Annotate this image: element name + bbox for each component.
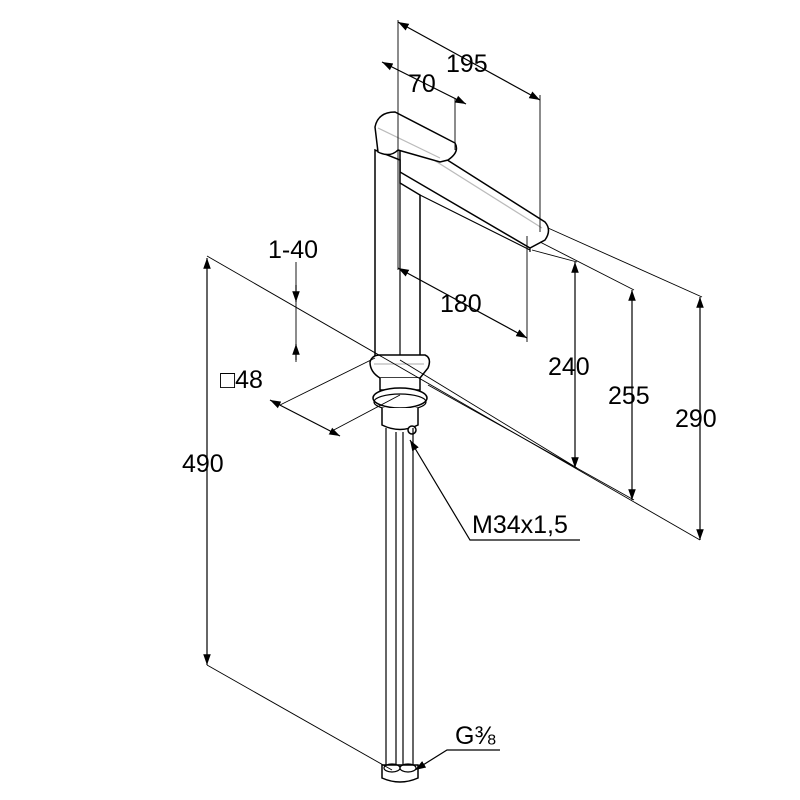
- connection-leader: [414, 749, 500, 771]
- connection-callout: G⅜: [455, 722, 495, 750]
- extension-lines: [206, 20, 703, 771]
- dim-180-line: [397, 267, 528, 339]
- dim-240-label: 240: [548, 353, 590, 381]
- dim-70-label: 70: [408, 70, 436, 98]
- dim-48-line: [269, 399, 341, 437]
- dim-195-line: [397, 21, 541, 101]
- dim-180-label: 180: [440, 290, 482, 318]
- thread-callout: M34x1,5: [472, 511, 568, 539]
- dim-490-label: 490: [182, 450, 224, 478]
- dimension-labels: 195 70 1-40 180 240 255 290 □48 490 M34x…: [182, 50, 717, 750]
- faucet-body: [369, 111, 550, 783]
- dim-195-label: 195: [446, 50, 488, 78]
- dim-290-label: 290: [675, 405, 717, 433]
- dim-70-line: [381, 61, 467, 105]
- dimension-lines: [203, 21, 704, 771]
- dim-48-label: □48: [220, 366, 263, 394]
- dim-255-label: 255: [608, 382, 650, 410]
- dim-1-40-label: 1-40: [268, 236, 318, 264]
- thread-leader: [409, 439, 580, 541]
